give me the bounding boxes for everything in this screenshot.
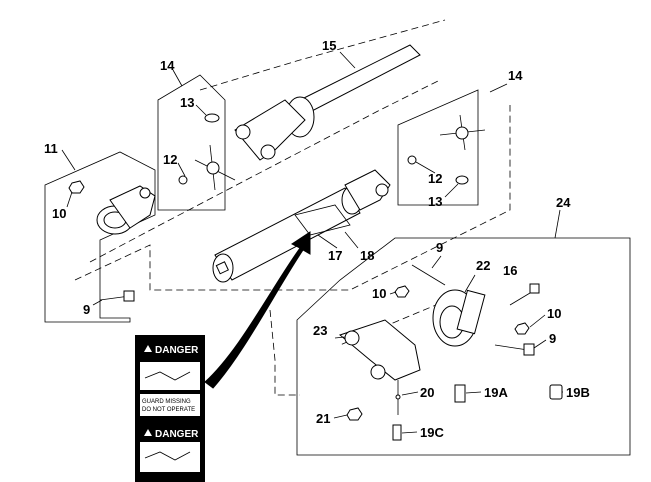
- nut-part-10-right: [514, 322, 530, 335]
- warning-triangle-1-icon: [144, 345, 152, 352]
- callout-22: 22: [476, 258, 490, 273]
- dashed-axis-1: [89, 79, 441, 263]
- leader-14b: [489, 83, 508, 93]
- leader-11: [61, 149, 76, 171]
- warning-pictogram-2: [144, 451, 191, 461]
- leader-12-right: [415, 161, 436, 174]
- callout-20: 20: [420, 385, 434, 400]
- pointer-arrow: [204, 231, 311, 389]
- yoke-part-23: [338, 319, 421, 381]
- callout-12-right: 12: [428, 171, 442, 186]
- grease-part-20: [395, 380, 401, 415]
- callout-13-left: 13: [180, 95, 194, 110]
- dashed-axis-2: [199, 19, 446, 91]
- warning-triangle-2-icon: [144, 429, 152, 436]
- callout-23: 23: [313, 323, 327, 338]
- leader-18: [344, 231, 359, 249]
- callout-19c: 19C: [420, 425, 444, 440]
- tube-part-18: [212, 169, 391, 283]
- leader-22: [464, 274, 476, 293]
- u-joint-cross-right: [407, 114, 486, 185]
- decal-danger-2: DANGER: [155, 429, 199, 440]
- nut-part-21: [346, 407, 363, 421]
- dashed-axis-3: [74, 105, 511, 291]
- leader-9-bottom: [533, 339, 547, 349]
- decal-line-1: GUARD MISSING: [142, 399, 191, 405]
- leader-10-left: [66, 191, 73, 208]
- yoke-part-11: [96, 185, 156, 235]
- callout-9-bottom: 9: [549, 331, 556, 346]
- dashed-axis-4: [269, 309, 300, 396]
- group-14-frame-right: [397, 89, 479, 206]
- leader-9-top: [431, 255, 442, 269]
- bolt-part-9-bottom: [494, 343, 535, 356]
- callout-19a: 19A: [484, 385, 508, 400]
- leader-20: [401, 391, 419, 396]
- callout-21: 21: [316, 411, 330, 426]
- leader-15: [339, 51, 356, 69]
- flange-part-22: [432, 289, 486, 347]
- danger-decal: DANGER GUARD MISSING DO NOT OPERATE DANG…: [135, 335, 205, 482]
- group-14-frame-left: [157, 74, 226, 211]
- bolt-part-9-top: [411, 264, 446, 286]
- shaft-part-15: [234, 44, 421, 161]
- nut-part-10-mid: [394, 285, 410, 298]
- fitting-part-19b: [549, 384, 563, 400]
- callout-15: 15: [322, 38, 336, 53]
- fitting-part-19a: [454, 384, 466, 403]
- leader-13-right: [444, 183, 459, 198]
- decal-line-2: DO NOT OPERATE: [142, 407, 195, 413]
- callout-19b: 19B: [566, 385, 590, 400]
- callout-10-mid: 10: [372, 286, 386, 301]
- leader-14a: [172, 69, 183, 87]
- leader-24: [554, 209, 561, 239]
- group-24-frame: [296, 237, 631, 456]
- warning-pictogram-1: [144, 371, 191, 381]
- leader-17: [317, 234, 338, 249]
- callout-10-left: 10: [52, 206, 66, 221]
- bolt-part-16: [509, 283, 540, 306]
- group-11-frame: [44, 151, 156, 323]
- leader-23: [334, 336, 346, 339]
- u-joint-cross-left: [178, 113, 236, 191]
- callout-9-left: 9: [83, 302, 90, 317]
- decal-danger-1: DANGER: [155, 345, 199, 356]
- leader-21: [333, 414, 348, 419]
- callout-12-left: 12: [163, 152, 177, 167]
- callout-9-top: 9: [436, 240, 443, 255]
- callout-24: 24: [556, 195, 571, 210]
- fitting-part-19c: [392, 424, 402, 441]
- callout-13-right: 13: [428, 194, 442, 209]
- leader-19c: [401, 431, 418, 434]
- leader-13-left: [195, 104, 207, 116]
- leader-9-left: [92, 299, 103, 306]
- bolt-part-9-left: [99, 290, 135, 302]
- callout-11: 11: [44, 141, 58, 156]
- callout-18: 18: [360, 248, 374, 263]
- leader-10-right: [529, 314, 546, 328]
- callout-14-right: 14: [508, 68, 523, 83]
- callout-10-right: 10: [547, 306, 561, 321]
- callout-17: 17: [328, 248, 342, 263]
- leader-12-left: [177, 162, 186, 177]
- callout-16: 16: [503, 263, 517, 278]
- leader-19a: [465, 391, 482, 394]
- nut-part-10-left: [68, 180, 85, 194]
- callout-14-left: 14: [160, 58, 175, 73]
- leader-10-mid: [389, 291, 397, 295]
